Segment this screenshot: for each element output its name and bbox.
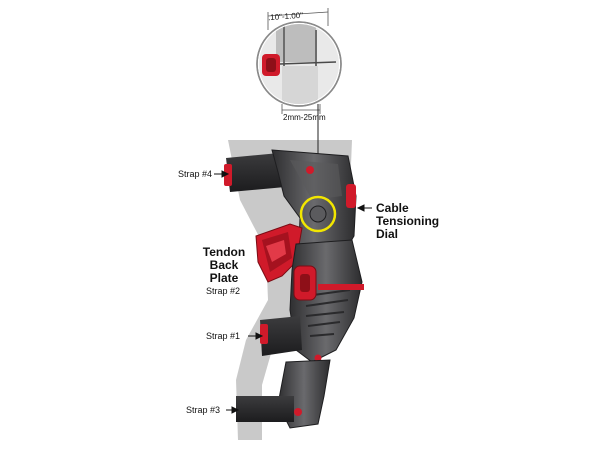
measurement-bar-bottom: [281, 104, 321, 114]
callout-arrows: [214, 170, 372, 414]
label-strap-1: Strap #1: [206, 331, 241, 341]
cable-line1: Cable: [376, 201, 409, 215]
tendon-line3: Plate: [209, 271, 239, 285]
label-cable-tensioning-dial: Cable Tensioning Dial: [376, 202, 439, 241]
strap-3: [236, 396, 294, 422]
measurement-label-mm: 2mm-25mm: [283, 113, 326, 122]
label-tendon-back-plate: Tendon Back Plate: [200, 246, 248, 285]
label-strap-4: Strap #4: [178, 169, 213, 179]
label-strap-3: Strap #3: [186, 405, 221, 415]
label-strap-2: Strap #2: [206, 286, 241, 296]
cable-line2: Tensioning: [376, 214, 440, 228]
tendon-line2: Back: [209, 258, 239, 272]
strap-1: [260, 316, 302, 356]
cable-line3: Dial: [376, 227, 399, 241]
knee-hinge-shell: [289, 239, 364, 363]
tendon-back-plate: [255, 223, 303, 283]
tendon-line1: Tendon: [202, 245, 246, 259]
magnifier-circle: [256, 21, 342, 107]
cable-dial-highlight: [299, 195, 337, 233]
measurement-bar-top: [267, 8, 329, 30]
cable-tensioning-dial: [309, 205, 327, 223]
